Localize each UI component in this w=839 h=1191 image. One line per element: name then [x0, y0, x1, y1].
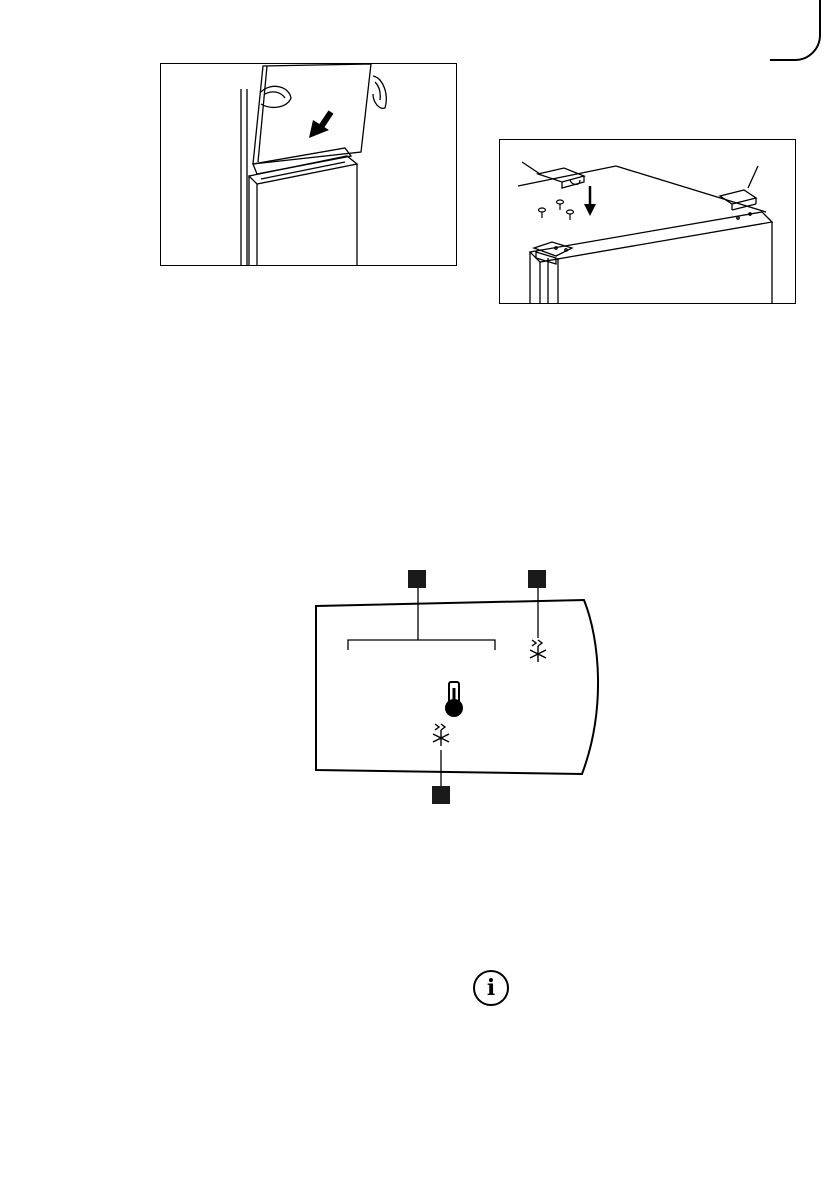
arrow-down-icon	[584, 186, 596, 216]
control-panel-diagram	[300, 560, 620, 810]
hinge-cover-illustration-icon	[500, 140, 795, 303]
callout-1-marker	[408, 570, 426, 588]
door-install-figure	[160, 63, 457, 266]
arrow-down-left-icon	[309, 112, 331, 138]
callout-3-marker	[432, 786, 450, 804]
door-lowering-illustration-icon	[161, 64, 456, 265]
thermometer-icon	[445, 682, 463, 717]
screw-icon	[539, 200, 574, 220]
hinge-cover-figure	[499, 139, 796, 304]
fast-freeze-icon	[433, 724, 449, 746]
info-icon: i	[473, 970, 509, 1006]
info-icon-glyph: i	[487, 977, 495, 999]
fast-freeze-icon	[530, 640, 546, 662]
callout-2-marker	[528, 570, 546, 588]
corner-crop-mark-icon	[770, 0, 839, 80]
